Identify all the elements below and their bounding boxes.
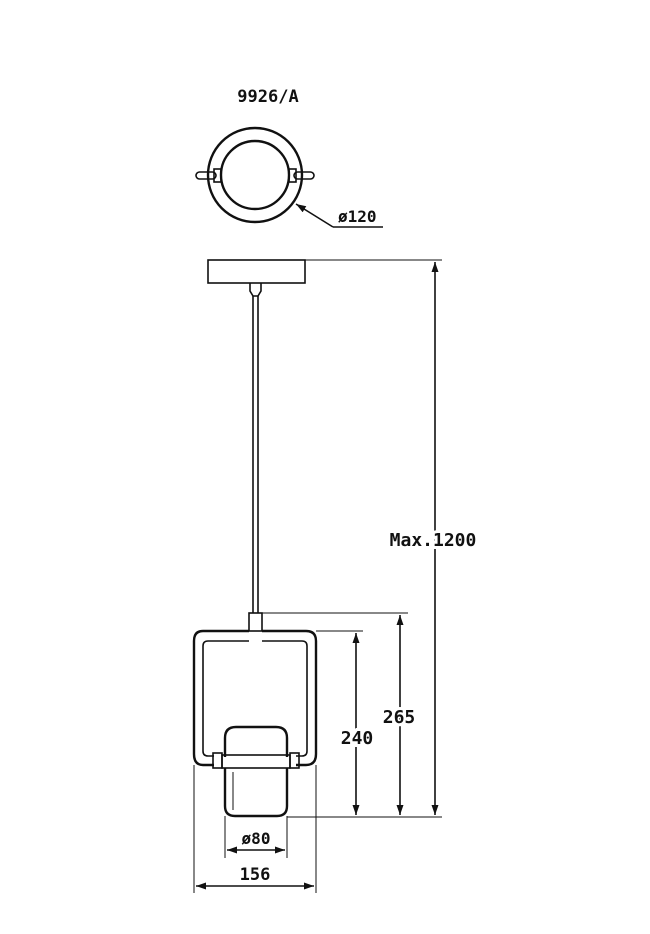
canopy-diameter-label: ø120 <box>338 207 377 226</box>
frame-inner <box>202 640 249 757</box>
right-arm <box>293 171 315 180</box>
hinge-left-clip <box>212 752 223 769</box>
left-arm <box>195 171 217 180</box>
dimensions: Max.1200 265 240 ø80 156 <box>193 259 479 893</box>
right-arm-clip <box>288 168 297 183</box>
top-view: ø120 <box>195 126 383 228</box>
model-label: 9926/A <box>237 87 298 107</box>
canopy-outer-circle <box>206 126 304 224</box>
hinge-right-clip <box>289 752 300 769</box>
diameter-leader <box>295 203 334 228</box>
frame-inner-right <box>262 640 308 757</box>
frame-width-label: 156 <box>240 865 271 885</box>
left-arm-clip <box>213 168 222 183</box>
cable-connector <box>248 612 263 632</box>
shade-body <box>223 768 289 818</box>
frame-height-label: 240 <box>341 728 374 749</box>
canopy-grommet <box>249 283 262 297</box>
shade-cap <box>223 725 289 757</box>
frame-outer-right <box>262 629 318 767</box>
hinge-band <box>221 754 291 769</box>
frame-outer <box>192 629 249 767</box>
side-view <box>192 259 318 818</box>
shade-diameter-label: ø80 <box>242 829 271 848</box>
shade-inner-circle <box>219 139 291 211</box>
max-height-label: Max.1200 <box>390 530 477 551</box>
canopy <box>207 259 306 284</box>
total-height-label: 265 <box>383 707 416 728</box>
